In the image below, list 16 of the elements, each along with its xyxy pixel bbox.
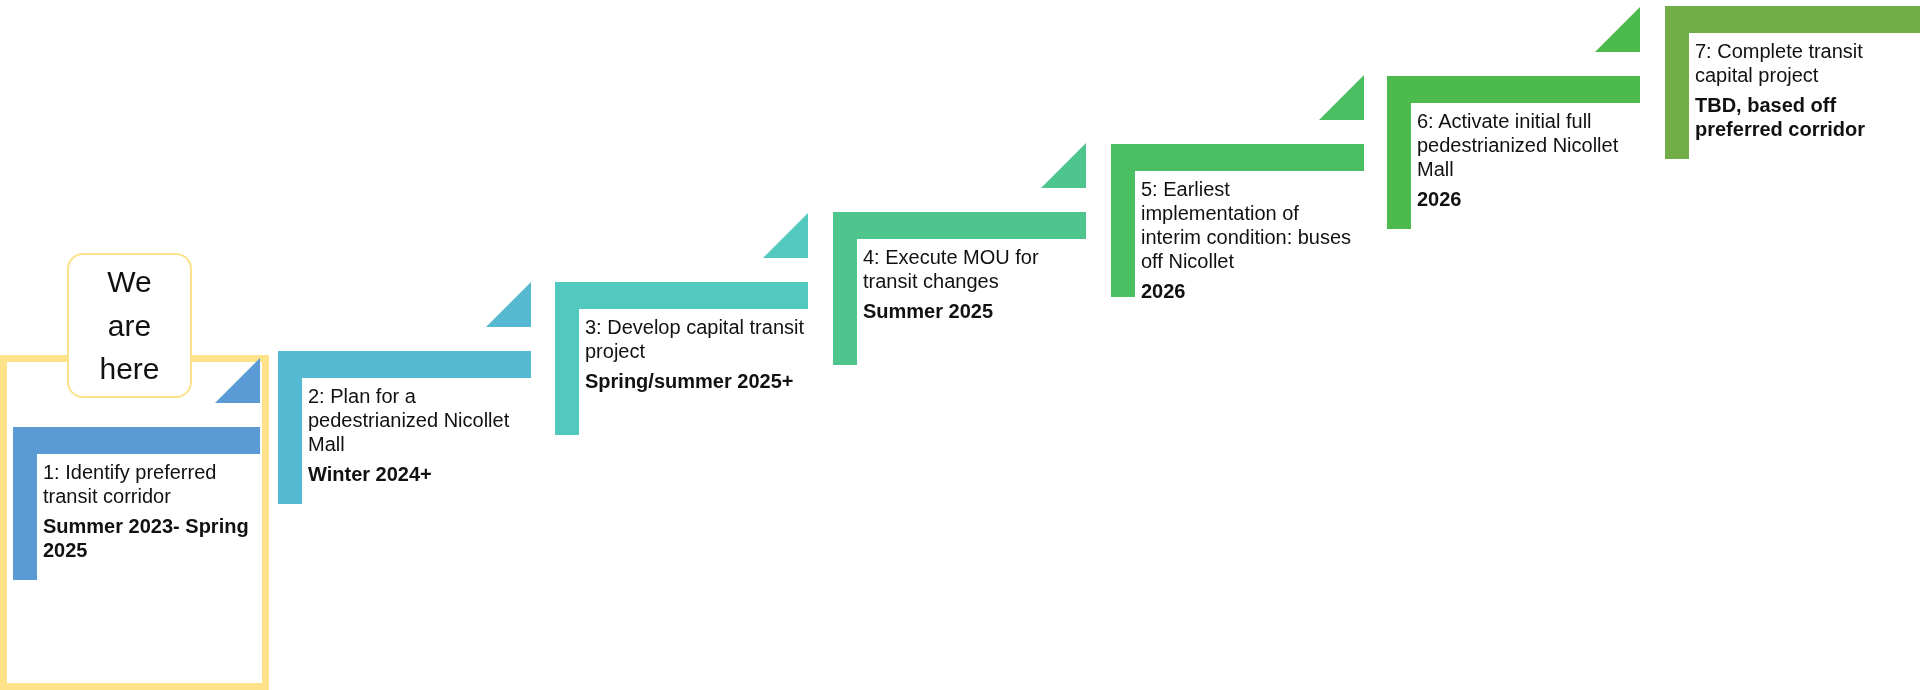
callout-text: We are here bbox=[98, 264, 161, 388]
step-description: 1: Identify preferred transit corridor bbox=[43, 460, 218, 508]
step-description: 7: Complete transit capital project bbox=[1695, 39, 1864, 87]
step-date: Summer 2023- Spring 2025 bbox=[43, 514, 250, 562]
step-description: 6: Activate initial full pedestrianized Nicollet Mall bbox=[1417, 109, 1620, 181]
step-date: Winter 2024+ bbox=[308, 462, 433, 486]
highlight-frame bbox=[0, 355, 269, 690]
step-description: 3: Develop capital transit project bbox=[585, 315, 805, 363]
step-description: 2: Plan for a pedestrianized Nicollet Mall bbox=[308, 384, 511, 456]
step-date: 2026 bbox=[1417, 187, 1463, 211]
step-date: Summer 2025 bbox=[863, 299, 995, 323]
step-description: 5: Earliest implementation of interim condition: buses off Nicollet bbox=[1141, 177, 1353, 273]
step-date: TBD, based off preferred corridor bbox=[1695, 93, 1867, 141]
step-date: Spring/summer 2025+ bbox=[585, 369, 795, 393]
step-date: 2026 bbox=[1141, 279, 1187, 303]
step-description: 4: Execute MOU for transit changes bbox=[863, 245, 1040, 293]
